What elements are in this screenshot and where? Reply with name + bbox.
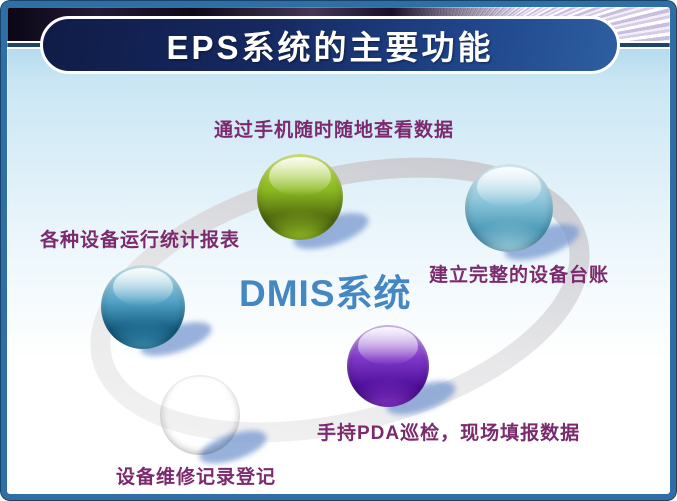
- label-reports: 各种设备运行统计报表: [40, 230, 241, 251]
- shadow-reports: [140, 322, 212, 356]
- page-title: EPS系统的主要功能: [166, 29, 494, 66]
- title-banner: EPS系统的主要功能: [40, 16, 620, 74]
- shadow-maintenance: [199, 430, 267, 464]
- shadow-ledger: [504, 224, 580, 260]
- sphere-ledger-icon: [465, 164, 553, 252]
- label-pda: 手持PDA巡检，现场填报数据: [317, 423, 581, 444]
- label-mobile-view: 通过手机随时随地查看数据: [214, 120, 455, 141]
- shadow-mobile-view: [293, 213, 369, 249]
- shadow-pda: [386, 381, 456, 415]
- label-maintenance: 设备维修记录登记: [116, 467, 277, 488]
- sphere-maintenance-icon: [160, 375, 240, 455]
- sphere-pda-icon: [347, 325, 429, 407]
- sphere-shadows: [140, 213, 580, 464]
- sphere-reports-icon: [101, 265, 185, 349]
- label-ledger: 建立完整的设备台账: [429, 265, 610, 286]
- center-system-label: DMIS系统: [239, 273, 412, 314]
- sphere-mobile-view-icon: [257, 154, 343, 240]
